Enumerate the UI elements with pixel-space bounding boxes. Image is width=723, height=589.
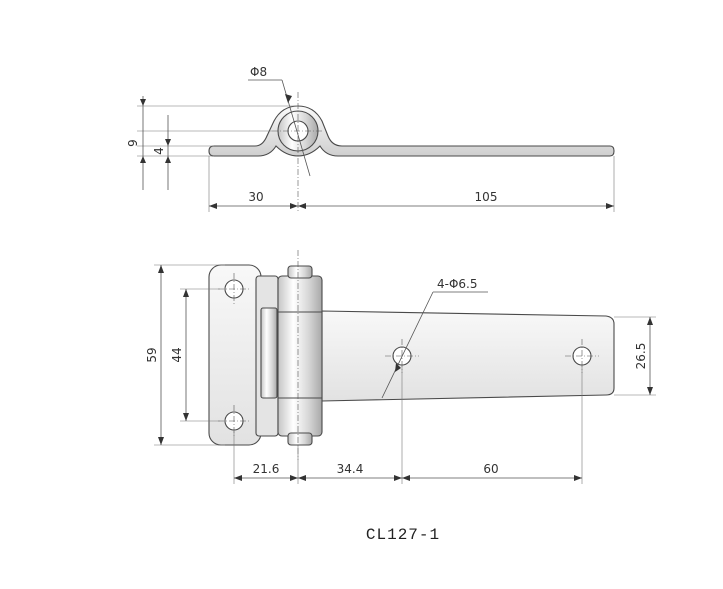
mount-hole-bottom-left <box>218 405 250 437</box>
side-left-length-label: 30 <box>248 190 263 204</box>
dim-c-label: 60 <box>483 462 498 476</box>
side-view: Φ8 9 4 30 105 <box>126 65 615 212</box>
mount-hole-top-left <box>218 273 250 305</box>
pin-top <box>287 265 313 279</box>
strap-width-label: 26.5 <box>634 343 648 370</box>
pin-bottom <box>287 432 313 446</box>
holes-callout-label: 4-Φ6.5 <box>437 277 478 291</box>
strap-leaf <box>321 310 615 402</box>
hinge-barrel <box>277 275 323 437</box>
side-thickness-label: 4 <box>152 147 166 155</box>
side-height-total-label: 9 <box>126 139 140 147</box>
top-view: 4-Φ6.5 59 44 26.5 21.6 34.4 <box>145 250 656 484</box>
dim-b-label: 34.4 <box>337 462 364 476</box>
dim-a-label: 21.6 <box>253 462 280 476</box>
leaf-height-label: 59 <box>145 347 159 362</box>
side-hole-diameter-label: Φ8 <box>250 65 267 79</box>
side-right-length-label: 105 <box>475 190 498 204</box>
model-caption: CL127-1 <box>366 526 440 544</box>
knuckle-middle <box>260 307 278 399</box>
mount-hole-strap-outer <box>565 339 599 373</box>
hole-spacing-vertical-label: 44 <box>170 347 184 362</box>
